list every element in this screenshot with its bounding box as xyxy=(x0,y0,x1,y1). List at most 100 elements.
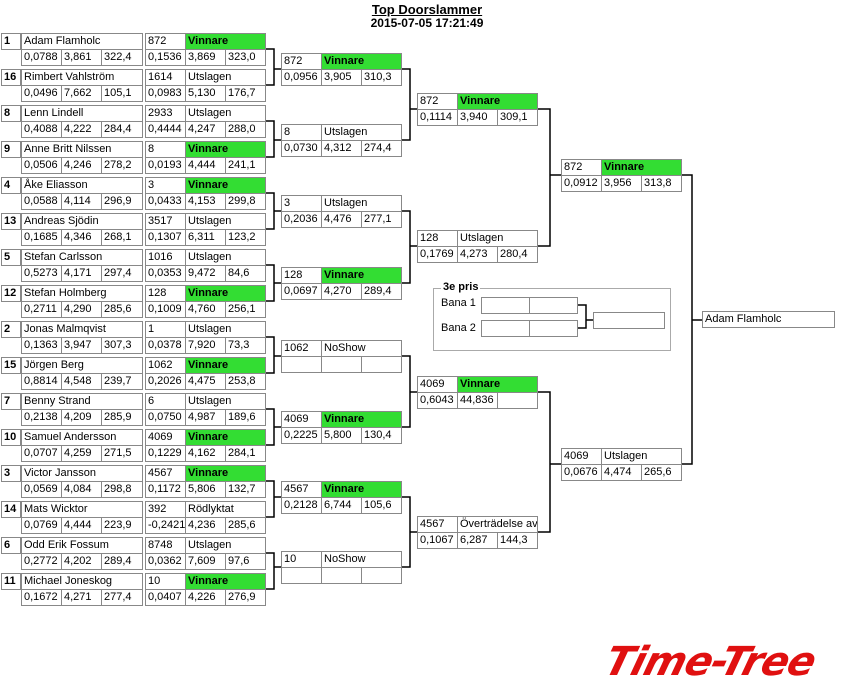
speed: 253,8 xyxy=(225,373,266,390)
elapsed-time: 4,114 xyxy=(61,193,102,210)
result-status: Utslagen xyxy=(185,105,266,122)
elapsed-time xyxy=(321,356,362,373)
car-number: 128 xyxy=(417,230,458,247)
elapsed-time: 4,548 xyxy=(61,373,102,390)
reaction-time: 0,2036 xyxy=(281,211,322,228)
page-title: Top Doorslammer xyxy=(371,2,483,17)
reaction-time: 0,4088 xyxy=(21,121,62,138)
elapsed-time: 4,290 xyxy=(61,301,102,318)
reaction-time: 0,2128 xyxy=(281,497,322,514)
seed-number: 11 xyxy=(1,573,21,590)
elapsed-time: 3,905 xyxy=(321,69,362,86)
driver-name: Åke Eliasson xyxy=(21,177,143,194)
car-number: 872 xyxy=(145,33,186,50)
speed: 265,6 xyxy=(641,464,682,481)
car-number: 8 xyxy=(281,124,322,141)
elapsed-time: 7,609 xyxy=(185,553,226,570)
reaction-time: 0,0676 xyxy=(561,464,602,481)
reaction-time: 0,0362 xyxy=(145,553,186,570)
elapsed-time: 4,171 xyxy=(61,265,102,282)
reaction-time: 0,0697 xyxy=(281,283,322,300)
connector-third xyxy=(578,304,587,329)
car-number: 1062 xyxy=(145,357,186,374)
speed: 297,4 xyxy=(101,265,143,282)
seed-number: 4 xyxy=(1,177,21,194)
speed: 322,4 xyxy=(101,49,143,66)
third-winner xyxy=(593,312,665,329)
elapsed-time: 4,474 xyxy=(601,464,642,481)
reaction-time: 0,0730 xyxy=(281,140,322,157)
connector-final xyxy=(682,174,693,465)
speed: 288,0 xyxy=(225,121,266,138)
reaction-time: 0,0353 xyxy=(145,265,186,282)
result-status: Vinnare xyxy=(185,573,266,590)
car-number: 872 xyxy=(561,159,602,176)
elapsed-time: 7,920 xyxy=(185,337,226,354)
car-number: 1 xyxy=(145,321,186,338)
result-status: Vinnare xyxy=(185,177,266,194)
elapsed-time: 6,311 xyxy=(185,229,226,246)
reaction-time: 0,1672 xyxy=(21,589,62,606)
reaction-time xyxy=(281,567,322,584)
car-number: 10 xyxy=(281,551,322,568)
elapsed-time: 6,744 xyxy=(321,497,362,514)
car-number: 2933 xyxy=(145,105,186,122)
elapsed-time: 4,226 xyxy=(185,589,226,606)
car-number: 8 xyxy=(145,141,186,158)
elapsed-time: 4,444 xyxy=(185,157,226,174)
result-status: Vinnare xyxy=(185,429,266,446)
reaction-time: 0,0769 xyxy=(21,517,62,534)
result-status: Utslagen xyxy=(321,124,402,141)
car-number: 128 xyxy=(145,285,186,302)
car-number: 1062 xyxy=(281,340,322,357)
elapsed-time: 4,271 xyxy=(61,589,102,606)
car-number: 1614 xyxy=(145,69,186,86)
reaction-time: 0,0569 xyxy=(21,481,62,498)
speed: 256,1 xyxy=(225,301,266,318)
speed: 277,1 xyxy=(361,211,402,228)
elapsed-time: 4,247 xyxy=(185,121,226,138)
speed: 280,4 xyxy=(497,246,538,263)
car-number: 128 xyxy=(281,267,322,284)
reaction-time: 0,0433 xyxy=(145,193,186,210)
elapsed-time: 4,444 xyxy=(61,517,102,534)
speed: 73,3 xyxy=(225,337,266,354)
elapsed-time: 5,806 xyxy=(185,481,226,498)
car-number: 872 xyxy=(281,53,322,70)
car-number: 4567 xyxy=(417,516,458,533)
car-number: 6 xyxy=(145,393,186,410)
reaction-time: 0,2772 xyxy=(21,553,62,570)
result-status: NoShow xyxy=(321,551,402,568)
reaction-time: 0,0193 xyxy=(145,157,186,174)
reaction-time: 0,8814 xyxy=(21,373,62,390)
speed: 278,2 xyxy=(101,157,143,174)
reaction-time: 0,4444 xyxy=(145,121,186,138)
third-lane1-no xyxy=(481,297,530,314)
driver-name: Lenn Lindell xyxy=(21,105,143,122)
speed xyxy=(361,567,402,584)
seed-number: 5 xyxy=(1,249,21,266)
lane1-label: Bana 1 xyxy=(441,297,476,309)
speed: 97,6 xyxy=(225,553,266,570)
speed: 285,9 xyxy=(101,409,143,426)
speed: 313,8 xyxy=(641,175,682,192)
result-status: Vinnare xyxy=(185,357,266,374)
elapsed-time: 5,130 xyxy=(185,85,226,102)
result-status: Utslagen xyxy=(185,69,266,86)
reaction-time: 0,0588 xyxy=(21,193,62,210)
speed: 296,9 xyxy=(101,193,143,210)
result-status: Vinnare xyxy=(185,285,266,302)
car-number: 4567 xyxy=(145,465,186,482)
car-number: 4069 xyxy=(145,429,186,446)
page-datetime: 2015-07-05 17:21:49 xyxy=(370,16,484,30)
seed-number: 15 xyxy=(1,357,21,374)
connector-r2 xyxy=(402,496,411,568)
car-number: 4069 xyxy=(417,376,458,393)
result-status: Vinnare xyxy=(321,53,402,70)
elapsed-time: 4,476 xyxy=(321,211,362,228)
reaction-time: 0,1172 xyxy=(145,481,186,498)
car-number: 1016 xyxy=(145,249,186,266)
elapsed-time: 5,800 xyxy=(321,427,362,444)
speed: 289,4 xyxy=(101,553,143,570)
